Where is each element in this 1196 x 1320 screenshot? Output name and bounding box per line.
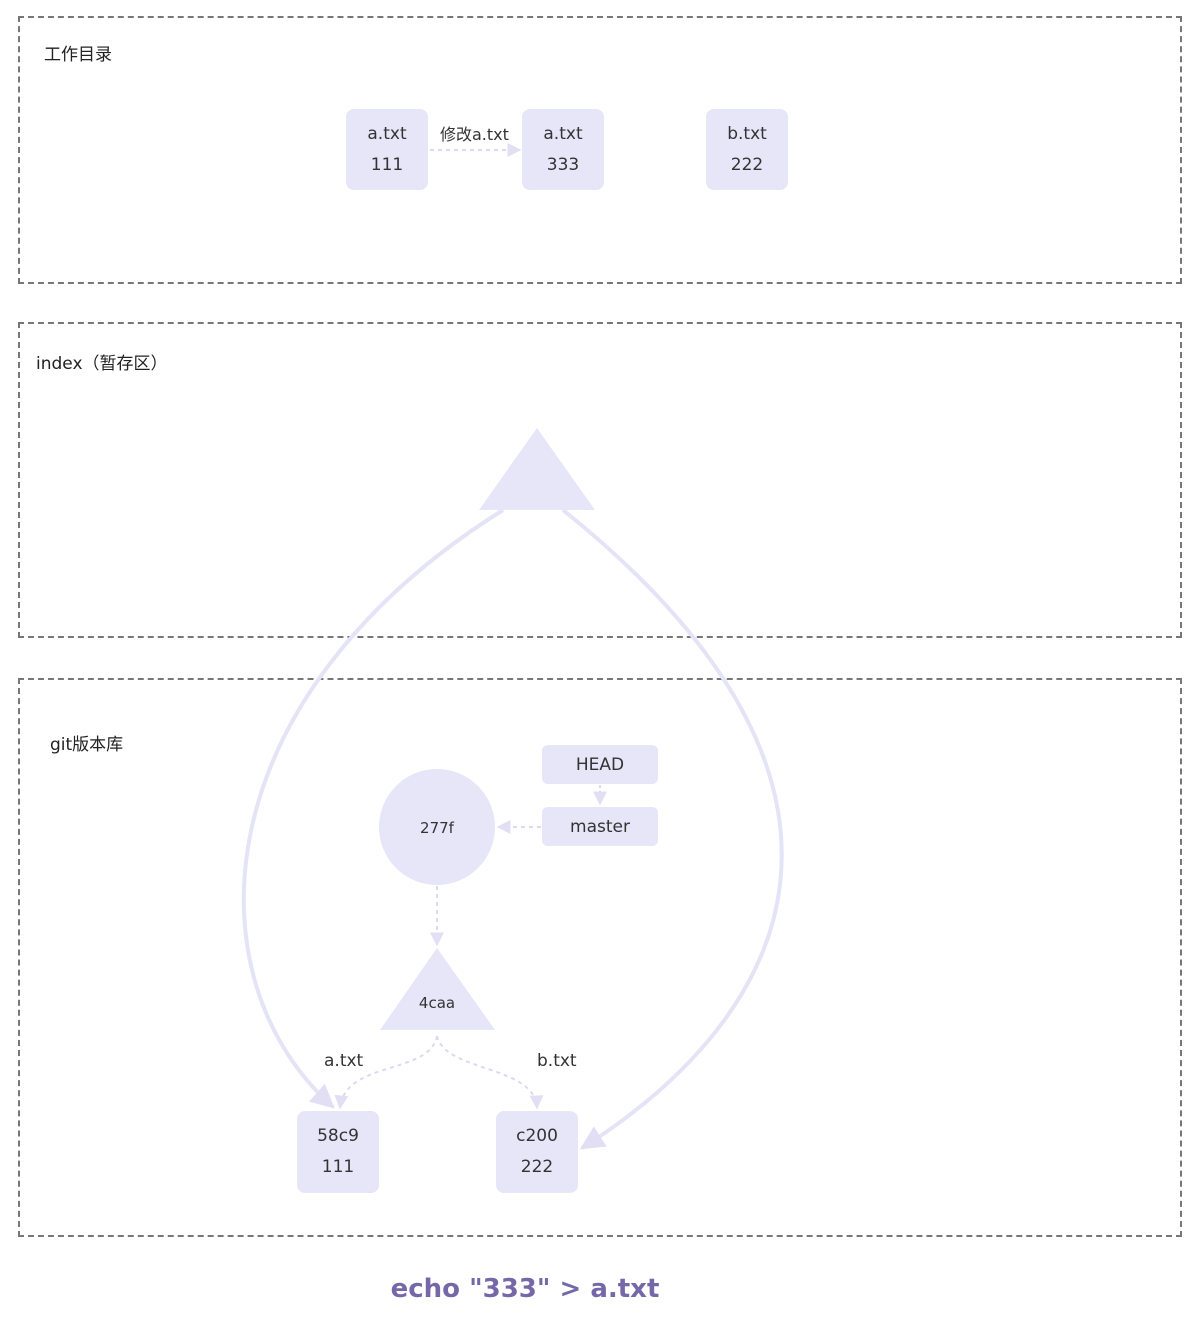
blob-58c9: 58c9 111 xyxy=(297,1111,379,1193)
blob-content: 222 xyxy=(520,1157,554,1177)
working-file-a-modified: a.txt 333 xyxy=(522,109,604,190)
tree-to-blob-a-arrow xyxy=(334,1035,438,1110)
blob-id: c200 xyxy=(516,1126,558,1146)
working-file-b: b.txt 222 xyxy=(706,109,788,190)
blob-id: 58c9 xyxy=(317,1126,359,1146)
index-zone xyxy=(18,322,1182,638)
tree-edge-a-label: a.txt xyxy=(324,1051,364,1071)
command-caption: echo "333" > a.txt xyxy=(390,1274,660,1304)
file-name: b.txt xyxy=(727,123,767,144)
index-tree-shape xyxy=(479,428,595,510)
working-file-a-original: a.txt 111 xyxy=(346,109,428,190)
tree-edge-b-label: b.txt xyxy=(537,1051,577,1071)
blob-content: 111 xyxy=(321,1157,355,1177)
index-to-blob-a-arrow xyxy=(241,508,505,1109)
repository-zone xyxy=(18,678,1182,1237)
working-directory-label: 工作目录 xyxy=(44,45,112,65)
master-branch: master xyxy=(542,807,658,846)
file-content: 222 xyxy=(730,154,764,175)
file-name: a.txt xyxy=(543,123,583,144)
blob-c200: c200 222 xyxy=(496,1111,578,1193)
modify-edge-label: 修改a.txt xyxy=(440,125,509,144)
file-content: 111 xyxy=(370,154,404,175)
commit-node xyxy=(379,769,495,885)
file-name: a.txt xyxy=(367,123,407,144)
commit-id: 277f xyxy=(420,819,455,837)
tree-id: 4caa xyxy=(419,994,455,1012)
repository-label: git版本库 xyxy=(50,735,124,755)
tree-node xyxy=(380,948,495,1030)
file-content: 333 xyxy=(546,154,580,175)
working-directory-zone xyxy=(18,16,1182,284)
head-pointer: HEAD xyxy=(542,745,658,784)
index-to-blob-c-arrow xyxy=(561,508,784,1150)
tree-to-blob-c-arrow xyxy=(436,1035,544,1110)
index-label: index（暂存区） xyxy=(36,354,168,374)
